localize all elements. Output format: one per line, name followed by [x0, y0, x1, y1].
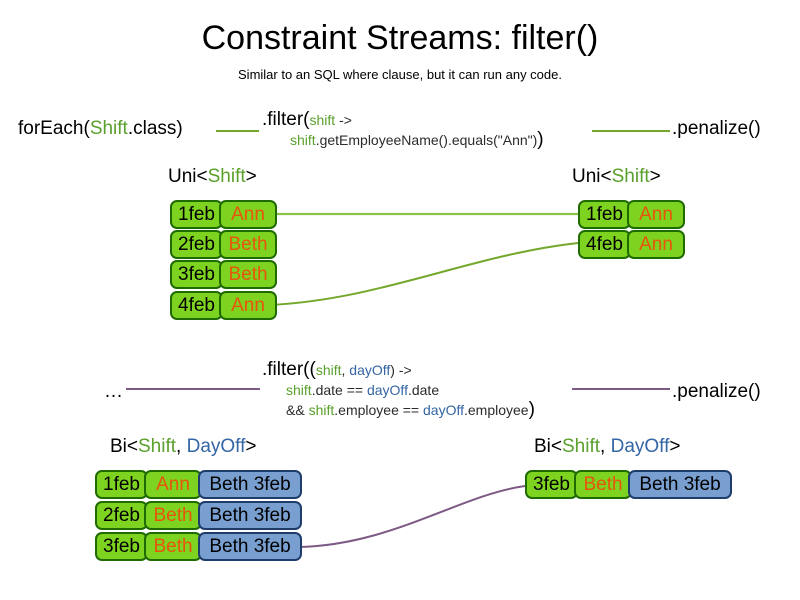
table-row[interactable]: 3feb Beth Beth 3feb	[525, 470, 732, 499]
dayoff-entry: Beth 3feb	[198, 501, 302, 530]
bi-right-type2: DayOff	[610, 436, 670, 457]
bi-right-type1: Shift	[562, 436, 601, 457]
uni-left-pre: Uni<	[168, 166, 208, 187]
bi-left-type1: Shift	[138, 436, 177, 457]
table-row[interactable]: 3feb Beth Beth 3feb	[95, 532, 302, 561]
filter1-head: .filter(	[262, 109, 310, 130]
filter2-line-2: shift.date == dayOff.date	[286, 380, 535, 400]
filter2-line3-d: dayOff	[423, 402, 464, 418]
table-row[interactable]: 2feb Beth Beth 3feb	[95, 501, 302, 530]
shift-employee: Beth	[144, 501, 202, 530]
wire-bi-3feb	[296, 485, 526, 548]
table-row[interactable]: 3feb Beth	[170, 260, 277, 289]
filter2-comma: ,	[341, 362, 350, 378]
bi-right-sep: ,	[600, 436, 611, 457]
shift-employee: Ann	[219, 291, 277, 320]
shift-employee: Beth	[219, 260, 277, 289]
filter-expression-1: .filter(shift -> shift.getEmployeeName()…	[262, 110, 544, 150]
page-subtitle: Similar to an SQL where clause, but it c…	[238, 67, 562, 82]
bi-left-post: >	[245, 436, 257, 457]
filter2-param2: dayOff	[349, 362, 391, 378]
foreach-source-label: forEach(Shift.class)	[18, 118, 183, 140]
bi-left-sep: ,	[176, 436, 187, 457]
uni-right-type: Shift	[611, 166, 650, 187]
shift-date: 4feb	[578, 230, 631, 259]
filter2-line2-c: dayOff	[366, 382, 408, 398]
filter1-line-2: shift.getEmployeeName().equals("Ann"))	[290, 130, 544, 150]
shift-employee: Beth	[219, 230, 277, 259]
shift-date: 2feb	[170, 230, 223, 259]
filter1-close-paren: )	[537, 129, 544, 150]
foreach-type: Shift	[89, 118, 128, 139]
uni-left-post: >	[245, 166, 257, 187]
table-row[interactable]: 2feb Beth	[170, 230, 277, 259]
filter2-line3-e: .employee	[464, 402, 529, 418]
penalize-label-2: .penalize()	[672, 381, 761, 402]
filter1-arrow: ->	[335, 112, 352, 128]
filter2-param1: shift	[315, 362, 342, 378]
filter2-line-1: .filter((shift, dayOff) ->	[262, 360, 535, 380]
uni-right-post: >	[649, 166, 661, 187]
filter2-line3-b: shift	[308, 402, 335, 418]
shift-employee: Ann	[219, 200, 277, 229]
bi-left-type2: DayOff	[186, 436, 246, 457]
filter1-param: shift	[309, 112, 336, 128]
shift-date: 1feb	[170, 200, 223, 229]
shift-employee: Ann	[627, 230, 685, 259]
filter2-line3-a: &&	[286, 402, 309, 418]
table-row[interactable]: 4feb Ann	[578, 230, 685, 259]
table-row[interactable]: 4feb Ann	[170, 291, 277, 320]
uni-shift-label-right: Uni<Shift>	[572, 166, 661, 188]
filter1-line2-var: shift	[290, 132, 316, 148]
foreach-prefix: forEach(	[18, 118, 90, 139]
table-row[interactable]: 1feb Ann	[170, 200, 277, 229]
filter1-line2-rest: .getEmployeeName().equals("Ann")	[315, 132, 538, 148]
shift-date: 1feb	[95, 470, 148, 499]
bi-right-post: >	[669, 436, 681, 457]
shift-date: 3feb	[170, 260, 223, 289]
uni-shift-label-left: Uni<Shift>	[168, 166, 257, 188]
shift-employee: Beth	[144, 532, 202, 561]
shift-employee: Ann	[627, 200, 685, 229]
table-row[interactable]: 1feb Ann Beth 3feb	[95, 470, 302, 499]
filter2-line2-a: shift	[286, 382, 312, 398]
dayoff-entry: Beth 3feb	[628, 470, 732, 499]
filter2-line-3: && shift.employee == dayOff.employee)	[286, 400, 535, 420]
shift-date: 3feb	[525, 470, 578, 499]
dayoff-entry: Beth 3feb	[198, 532, 302, 561]
bi-left-pre: Bi<	[110, 436, 138, 457]
shift-employee: Beth	[574, 470, 632, 499]
penalize-label-1: .penalize()	[672, 118, 761, 139]
filter-expression-2: .filter((shift, dayOff) -> shift.date ==…	[262, 360, 535, 420]
dayoff-entry: Beth 3feb	[198, 470, 302, 499]
ellipsis-source-label: …	[104, 381, 123, 402]
bi-right-pre: Bi<	[534, 436, 562, 457]
bi-shift-dayoff-label-right: Bi<Shift, DayOff>	[534, 436, 680, 458]
filter2-line3-c: .employee ==	[334, 402, 423, 418]
shift-date: 2feb	[95, 501, 148, 530]
page-title: Constraint Streams: filter()	[201, 19, 599, 57]
shift-date: 1feb	[578, 200, 631, 229]
shift-employee: Ann	[144, 470, 202, 499]
shift-date: 4feb	[170, 291, 223, 320]
filter2-close-paren: )	[528, 399, 535, 420]
filter2-line2-d: .date	[407, 382, 440, 398]
filter2-arrow: ) ->	[390, 362, 412, 378]
table-row[interactable]: 1feb Ann	[578, 200, 685, 229]
uni-right-pre: Uni<	[572, 166, 612, 187]
filter2-line2-b: .date ==	[311, 382, 367, 398]
bi-shift-dayoff-label-left: Bi<Shift, DayOff>	[110, 436, 256, 458]
shift-date: 3feb	[95, 532, 148, 561]
filter2-head: .filter((	[262, 359, 316, 380]
uni-left-type: Shift	[207, 166, 246, 187]
foreach-suffix: .class)	[127, 118, 183, 139]
wire-shift-4feb	[268, 242, 579, 306]
filter1-line-1: .filter(shift ->	[262, 110, 544, 130]
